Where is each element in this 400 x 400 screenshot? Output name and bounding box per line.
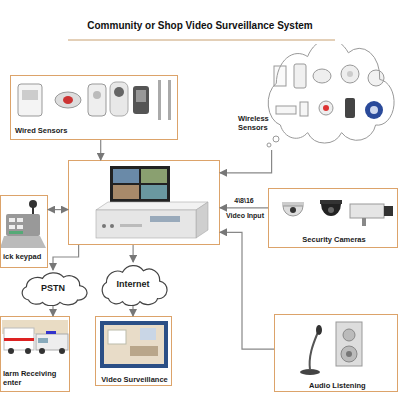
signal-label: Video Input — [222, 212, 268, 220]
dvr-picture — [96, 166, 208, 238]
connector-arrow — [220, 207, 268, 208]
node-label: Security Cameras — [269, 235, 399, 244]
thought-cloud-group — [268, 44, 394, 143]
wired-sensor-pictures — [18, 80, 171, 120]
monitor-picture — [100, 321, 168, 368]
sensor-group-box: Wired Sensors — [10, 75, 178, 140]
thought-cloud-path — [268, 44, 394, 143]
thought-bubble — [273, 136, 279, 142]
node-label: Internet — [98, 279, 168, 290]
node-label: larm Receiving enter — [3, 369, 69, 387]
dvr-box — [68, 160, 220, 245]
connector-arrow — [220, 232, 274, 349]
connector-arrow — [132, 306, 133, 316]
thought-bubble — [267, 143, 271, 147]
audio-box: Audio Listening — [274, 314, 398, 392]
audio-pictures — [300, 322, 362, 375]
wireless-cloud: Wireless Sensors — [236, 44, 398, 150]
node-label: Video Surveillance — [96, 375, 173, 384]
wireless-sensor-pictures — [274, 64, 384, 119]
keypad-box: ick keypad — [0, 195, 48, 268]
vehicle-pictures — [2, 320, 68, 354]
connector-arrow — [53, 245, 79, 270]
alarm-center-box: larm Receiving enter — [0, 316, 70, 392]
thought-cloud-outline — [236, 44, 398, 150]
title-rule — [68, 40, 335, 41]
node-label: Wired Sensors — [15, 126, 135, 135]
camera-group-box: Security Cameras — [268, 188, 398, 248]
keypad-picture — [0, 200, 46, 248]
connector-arrow — [52, 306, 53, 316]
connector-arrow — [220, 150, 272, 173]
connector-arrow — [133, 245, 134, 262]
connector-arrow — [48, 209, 68, 210]
connector-arrow — [100, 140, 101, 160]
node-label: ick keypad — [3, 252, 48, 261]
diagram-title: Community or Shop Video Surveillance Sys… — [0, 20, 400, 31]
channel-label: 4\8\16 — [234, 197, 253, 205]
monitor-box: Video Surveillance — [95, 316, 172, 386]
internet-cloud: Internet — [98, 262, 168, 306]
node-label: Audio Listening — [309, 381, 397, 390]
node-label: PSTN — [18, 283, 88, 294]
pstn-cloud: PSTN — [18, 270, 88, 306]
node-label: Wireless Sensors — [238, 114, 278, 132]
camera-pictures — [282, 200, 393, 226]
